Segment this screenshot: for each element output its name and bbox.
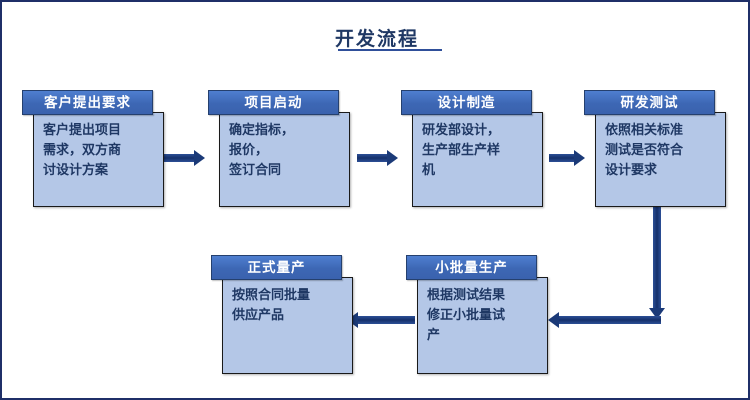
node-customer-request-header: 客户提出要求 (22, 90, 153, 115)
node-mass-production-text: 按照合同批量 供应产品 (232, 288, 311, 324)
node-customer-request-text: 客户提出项目 需求，双方商 讨设计方案 (43, 123, 122, 179)
node-mass-production-body: 按照合同批量 供应产品 (222, 277, 353, 374)
node-project-kickoff-text: 确定指标， 报价， 签订合同 (229, 123, 295, 179)
node-rd-testing-text: 依照相关标准 测试是否符合 设计要求 (605, 123, 684, 179)
node-mass-production-header: 正式量产 (211, 255, 342, 280)
node-rd-testing-header: 研发测试 (584, 90, 715, 115)
node-project-kickoff-body: 确定指标， 报价， 签订合同 (219, 112, 350, 207)
node-rd-testing-body: 依照相关标准 测试是否符合 设计要求 (595, 112, 726, 207)
node-design-manufacture-body: 研发部设计， 生产部生产样 机 (412, 112, 543, 207)
node-project-kickoff-header: 项目启动 (208, 90, 339, 115)
title-underline (338, 49, 442, 51)
node-customer-request-body: 客户提出项目 需求，双方商 讨设计方案 (33, 112, 164, 207)
page-title: 开发流程 (334, 28, 419, 50)
node-design-manufacture-text: 研发部设计， 生产部生产样 机 (422, 123, 501, 179)
node-design-manufacture-header: 设计制造 (401, 90, 532, 115)
node-small-batch-production-header: 小批量生产 (406, 255, 537, 280)
node-small-batch-production-text: 根据测试结果 修正小批量试 产 (427, 288, 506, 344)
node-small-batch-production-body: 根据测试结果 修正小批量试 产 (417, 277, 548, 374)
